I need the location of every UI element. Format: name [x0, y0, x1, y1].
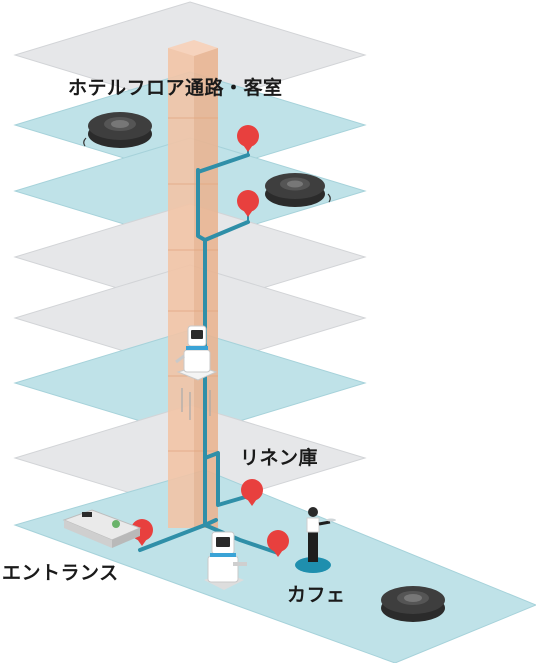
- entrance-label: エントランス: [2, 562, 119, 584]
- robot-vacuum-icon: [83, 112, 152, 148]
- linen-room-label: リネン庫: [240, 447, 319, 469]
- hotel-floor-label: ホテルフロア通路・客室: [68, 77, 283, 99]
- waiter-icon: [295, 507, 336, 573]
- delivery-robot-icon: [204, 531, 247, 590]
- delivery-robot-icon: [175, 325, 218, 420]
- robot-vacuum-icon: [265, 173, 331, 207]
- robot-vacuum-icon: [381, 586, 445, 622]
- reception-counter-icon: [62, 509, 142, 548]
- map-pin-icon: [237, 125, 259, 156]
- map-pin-icon: [237, 190, 259, 222]
- map-pin-icon: [267, 530, 289, 557]
- map-pin-icon: [241, 479, 263, 506]
- cafe-label: カフェ: [287, 584, 346, 606]
